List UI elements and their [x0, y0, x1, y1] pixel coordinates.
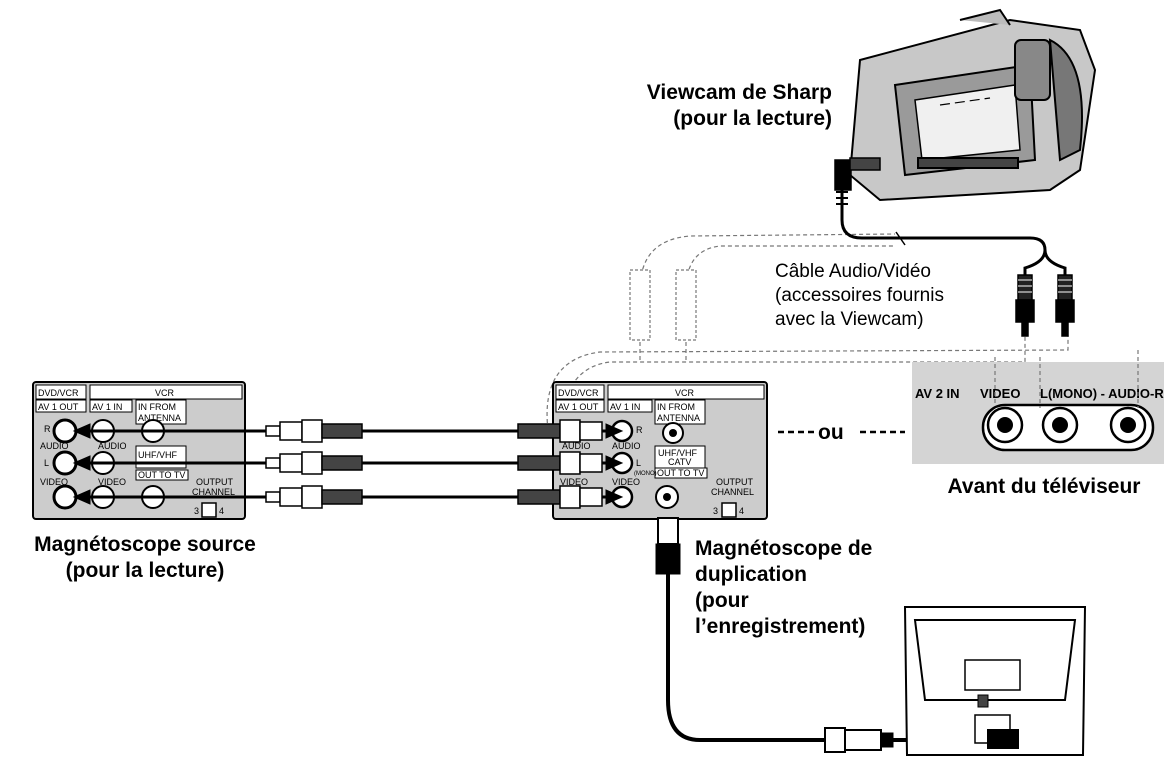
- src-audio2-text: AUDIO: [98, 441, 127, 451]
- tv-front-label: Avant du téléviseur: [947, 475, 1141, 498]
- duplication-vcr-panel: DVD/VCR VCR AV 1 OUT AV 1 IN IN FROM ANT…: [552, 381, 768, 520]
- dup-label-line4: l’enregistrement): [695, 615, 866, 638]
- src-audio-text: AUDIO: [40, 441, 69, 451]
- src-video2-text: VIDEO: [98, 477, 126, 487]
- cable-label: Câble Audio/Vidéo (accessoires fournis a…: [775, 260, 995, 332]
- source-label-line1: Magnétoscope source: [34, 533, 256, 556]
- viewcam-label-line1: Viewcam de Sharp: [646, 81, 832, 104]
- tv-rear: [903, 606, 1087, 756]
- tv-front-panel: AV 2 IN VIDEO L(MONO) - AUDIO-R: [912, 350, 1164, 464]
- optional-plugs-dashed: [629, 269, 697, 341]
- viewcam-label: Viewcam de Sharp (pour la lecture): [560, 80, 832, 132]
- dup-av1in-text: AV 1 IN: [610, 402, 640, 412]
- duplication-vcr-label: Magnétoscope de duplication (pour l’enre…: [695, 536, 915, 640]
- src-av1in-text: AV 1 IN: [92, 402, 122, 412]
- dup-label-line2: duplication: [695, 563, 807, 586]
- dup-antenna-text: ANTENNA: [657, 413, 700, 423]
- dup-audio2-text: AUDIO: [612, 441, 641, 451]
- src-outtotv-text: OUT TO TV: [138, 470, 185, 480]
- src-output-text: OUTPUT: [196, 477, 234, 487]
- src-antenna-text: ANTENNA: [138, 413, 181, 423]
- src-channel-text: CHANNEL: [192, 487, 235, 497]
- src-r-text: R: [44, 424, 51, 434]
- src-ch4-text: 4: [219, 506, 224, 516]
- src-l-text: L: [44, 458, 49, 468]
- src-ch3-text: 3: [194, 506, 199, 516]
- viewcam-camera: [848, 8, 1097, 202]
- dup-channel-text: CHANNEL: [711, 487, 754, 497]
- src-vcr-text: VCR: [155, 388, 175, 398]
- dup-ch4-text: 4: [739, 506, 744, 516]
- av-cable-rca-plugs: [1015, 274, 1075, 337]
- src-video-text: VIDEO: [40, 477, 68, 487]
- viewcam-av-cable: [840, 172, 1067, 275]
- dup-catv-text: CATV: [668, 457, 691, 467]
- dup-dvdvcr-text: DVD/VCR: [558, 388, 599, 398]
- or-label: ou: [818, 421, 844, 444]
- source-vcr-label: Magnétoscope source (pour la lecture): [0, 532, 290, 584]
- src-uhfvhf-text: UHF/VHF: [138, 450, 177, 460]
- rf-cable-to-tv: [655, 517, 987, 753]
- viewcam-label-line2: (pour la lecture): [673, 107, 832, 130]
- dup-output-text: OUTPUT: [716, 477, 754, 487]
- dup-l-text: L: [636, 458, 641, 468]
- dup-av1out-text: AV 1 OUT: [558, 402, 599, 412]
- dup-label-line3: (pour: [695, 589, 749, 612]
- dup-r-text: R: [636, 425, 643, 435]
- dup-label-line1: Magnétoscope de: [695, 537, 873, 560]
- dup-mono-text: (MONO): [634, 471, 657, 477]
- rca-plugs-right: [517, 419, 603, 509]
- dup-audio-text: AUDIO: [562, 441, 591, 451]
- dup-video-text: VIDEO: [560, 477, 588, 487]
- source-label-line2: (pour la lecture): [65, 559, 225, 582]
- tv-video-text: VIDEO: [980, 386, 1020, 401]
- dup-infrom-text: IN FROM: [657, 402, 695, 412]
- src-infrom-text: IN FROM: [138, 402, 176, 412]
- cable-label-line3: avec la Viewcam): [775, 309, 924, 330]
- viewcam-plug: [834, 157, 881, 205]
- source-vcr-panel: DVD/VCR VCR AV 1 OUT AV 1 IN IN FROM ANT…: [32, 381, 246, 520]
- dup-ch3-text: 3: [713, 506, 718, 516]
- tv-av2in-text: AV 2 IN: [915, 386, 960, 401]
- src-dvdvcr-text: DVD/VCR: [38, 388, 79, 398]
- dup-uhfvhf-text: UHF/VHF: [658, 448, 697, 458]
- src-av1out-text: AV 1 OUT: [38, 402, 79, 412]
- dup-outtotv-text: OUT TO TV: [657, 468, 704, 478]
- dup-video2-text: VIDEO: [612, 477, 640, 487]
- cable-callout-line: [895, 231, 906, 246]
- cable-label-line1: Câble Audio/Vidéo: [775, 261, 931, 282]
- cable-label-line2: (accessoires fournis: [775, 285, 944, 306]
- tv-audio-lr-text: L(MONO) - AUDIO-R: [1040, 386, 1164, 401]
- dup-vcr-text: VCR: [675, 388, 695, 398]
- rca-plugs-left: [265, 419, 363, 509]
